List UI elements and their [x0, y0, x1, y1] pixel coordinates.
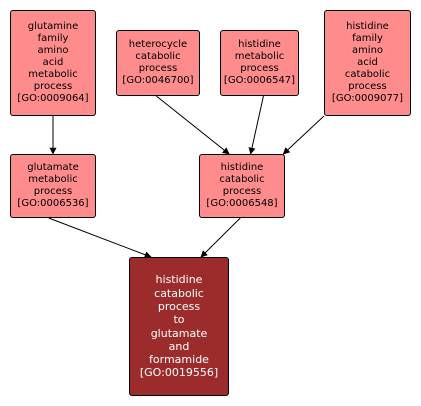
node-heterocycle-catabolic-process[interactable]: heterocycle catabolic process [GO:004670… [116, 30, 200, 96]
node-label: glutamine family amino acid metabolic pr… [17, 21, 89, 104]
edge-n46700-to-n6548 [156, 95, 230, 155]
node-glutamate-metabolic-process[interactable]: glutamate metabolic process [GO:0006536] [10, 154, 96, 218]
node-histidine-catabolic-process[interactable]: histidine catabolic process [GO:0006548] [199, 154, 285, 218]
edge-n6547-to-n6548 [248, 95, 264, 155]
node-histidine-catabolic-process-to-glutamate-and-formamide[interactable]: histidine catabolic process to glutamate… [129, 257, 229, 396]
node-label: histidine metabolic process [GO:0006547] [223, 39, 296, 86]
node-label: histidine family amino acid catabolic pr… [331, 21, 404, 104]
node-label: heterocycle catabolic process [GO:004670… [122, 39, 194, 86]
node-label: histidine catabolic process [GO:0006548] [206, 162, 278, 209]
node-label: histidine catabolic process to glutamate… [139, 273, 219, 380]
node-glutamine-family-amino-acid-metabolic-process[interactable]: glutamine family amino acid metabolic pr… [10, 10, 96, 116]
node-label: glutamate metabolic process [GO:0006536] [17, 162, 89, 209]
edge-n9077-to-n6548 [282, 115, 325, 155]
node-histidine-metabolic-process[interactable]: histidine metabolic process [GO:0006547] [220, 30, 299, 96]
node-histidine-family-amino-acid-catabolic-process[interactable]: histidine family amino acid catabolic pr… [324, 10, 411, 116]
edge-n6548-to-n19556 [200, 217, 241, 258]
edge-n6536-to-n19556 [48, 217, 152, 259]
